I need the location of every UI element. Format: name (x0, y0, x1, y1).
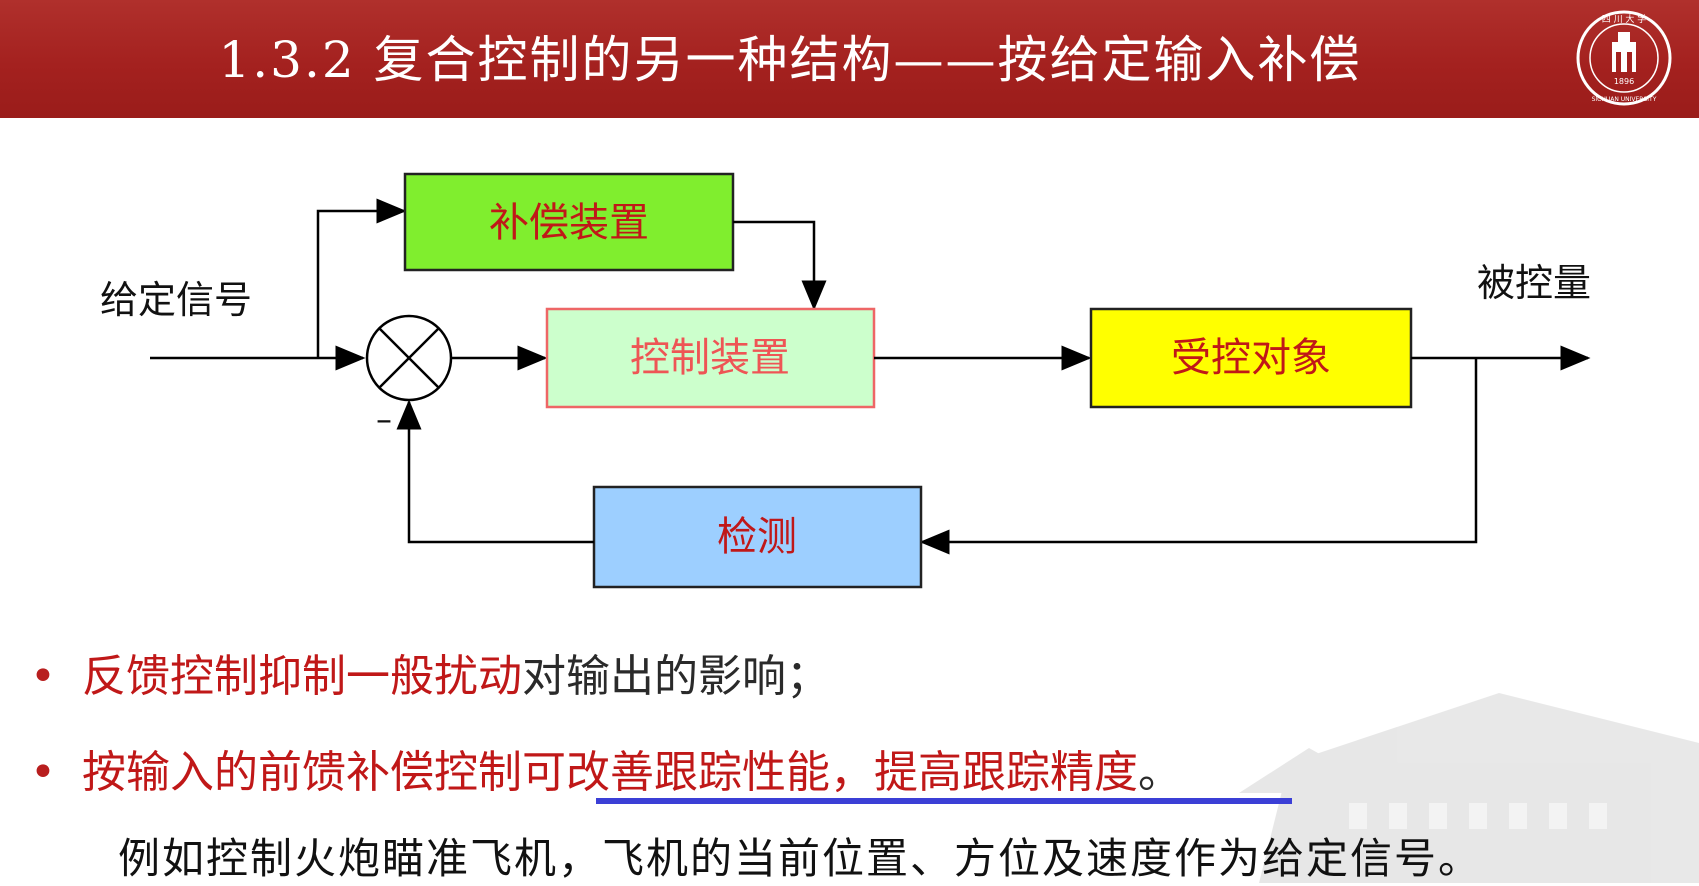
summing-junction-icon (365, 314, 453, 402)
example-text: 例如控制火炮瞄准飞机，飞机的当前位置、方位及速度作为给定信号。 (118, 834, 1483, 883)
feedback-output-arrow (919, 358, 1478, 555)
feedforward-branch-arrow (316, 198, 407, 358)
bullet-item-feedback: • 反馈控制抑制一般扰动对输出的影响； (30, 640, 830, 704)
feedback-arrow (396, 399, 594, 544)
output-label: 被控量 (1477, 261, 1591, 305)
bullet-red-text: 按输入的前馈补偿控制可改善跟踪性能，提高跟踪精度 (82, 747, 1138, 798)
sensor-label: 检测 (717, 514, 797, 560)
controller-block: 控制装置 (545, 307, 876, 409)
title-bar: 1.3.2 复合控制的另一种结构——按给定输入补偿 四 川 大 学 1896 S… (0, 0, 1699, 118)
compensator-block: 补偿装置 (403, 172, 735, 272)
logo-year: 1896 (1614, 77, 1634, 86)
plant-block: 受控对象 (1089, 307, 1413, 409)
slide-title: 1.3.2 复合控制的另一种结构——按给定输入补偿 (218, 31, 1362, 89)
plant-label: 受控对象 (1171, 335, 1331, 381)
bullet-dark-text: 对输出的影响； (522, 651, 830, 702)
compensator-output-arrow (733, 220, 827, 311)
bullet-dot: • (30, 747, 56, 798)
bullet-red-text: 反馈控制抑制一般扰动 (82, 651, 522, 702)
block-diagram: 给定信号 补偿装置 – 控制装置 受控对象 被控量 检测 (100, 172, 1591, 589)
campus-building-watermark (1239, 693, 1699, 883)
minus-sign: – (376, 400, 392, 438)
bullet-item-feedforward: • 按输入的前馈补偿控制可改善跟踪性能，提高跟踪精度。 (30, 736, 1182, 800)
university-logo-icon: 四 川 大 学 1896 SICHUAN UNIVERSITY (1576, 10, 1672, 106)
emphasis-underline (596, 798, 1292, 804)
sensor-block: 检测 (592, 485, 923, 589)
input-signal-label: 给定信号 (100, 278, 252, 322)
bullet-dot: • (30, 651, 56, 702)
logo-ring-text: SICHUAN UNIVERSITY (1592, 96, 1657, 103)
controller-label: 控制装置 (630, 335, 790, 381)
compensator-label: 补偿装置 (489, 200, 649, 246)
bullet-dark-text: 。 (1138, 747, 1182, 798)
logo-top-text: 四 川 大 学 (1602, 13, 1647, 25)
